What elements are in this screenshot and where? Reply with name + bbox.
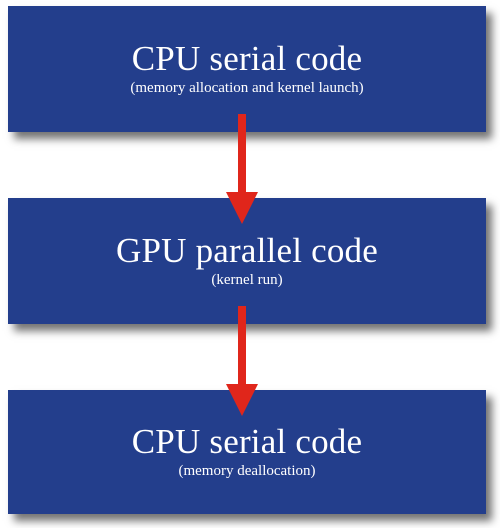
box-subtitle: (memory deallocation) [178,463,316,480]
down-arrow-icon [226,306,258,416]
box-subtitle: (memory allocation and kernel launch) [130,80,364,97]
gpu-parallel-code-box: GPU parallel code (kernel run) [8,198,486,324]
box-title: CPU serial code [131,38,363,78]
box-title: GPU parallel code [116,230,378,270]
box-subtitle: (kernel run) [211,272,283,289]
cpu-serial-code-box-top: CPU serial code (memory allocation and k… [8,6,486,132]
cpu-serial-code-box-bottom: CPU serial code (memory deallocation) [8,390,486,514]
box-title: CPU serial code [131,421,363,461]
down-arrow-icon [226,114,258,224]
